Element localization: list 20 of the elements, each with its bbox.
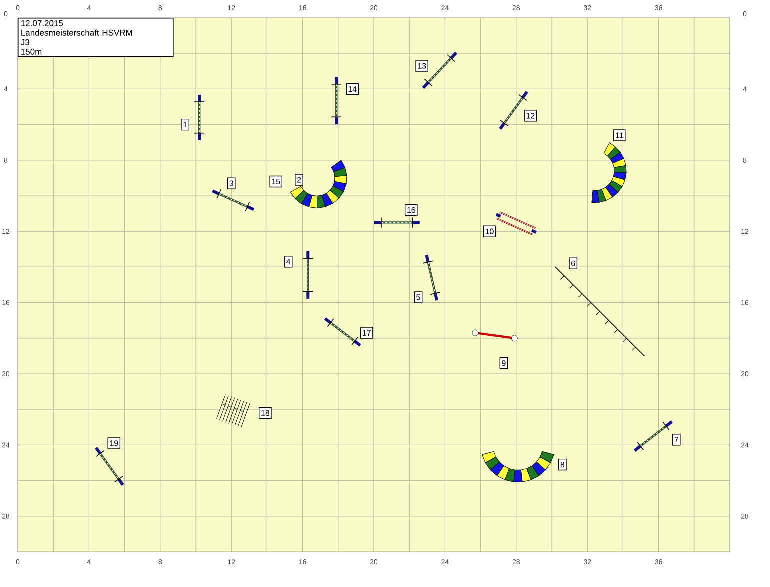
info-box: 12.07.2015 Landesmeisterschaft HSVRM J3 150m <box>18 18 174 58</box>
number-box: 11 <box>614 130 626 142</box>
number-box: 18 <box>259 407 272 420</box>
number-box: 7 <box>672 434 681 446</box>
number-box: 1 <box>181 118 190 131</box>
number-box: 5 <box>414 292 423 304</box>
number-box: 12 <box>524 110 538 122</box>
number-box: 3 <box>227 178 236 190</box>
number-box: 8 <box>558 458 567 471</box>
number-box: 10 <box>483 226 496 238</box>
number-box: 19 <box>108 438 121 450</box>
number-box: 6 <box>569 258 578 270</box>
number-box: 4 <box>284 256 293 268</box>
number-box: 2 <box>295 174 304 186</box>
number-box: 9 <box>500 357 508 370</box>
number-box: 16 <box>404 204 418 216</box>
number-box: 14 <box>346 83 360 96</box>
number-box: 15 <box>270 176 282 188</box>
number-box: 13 <box>416 60 428 72</box>
number-box: 17 <box>360 327 374 339</box>
